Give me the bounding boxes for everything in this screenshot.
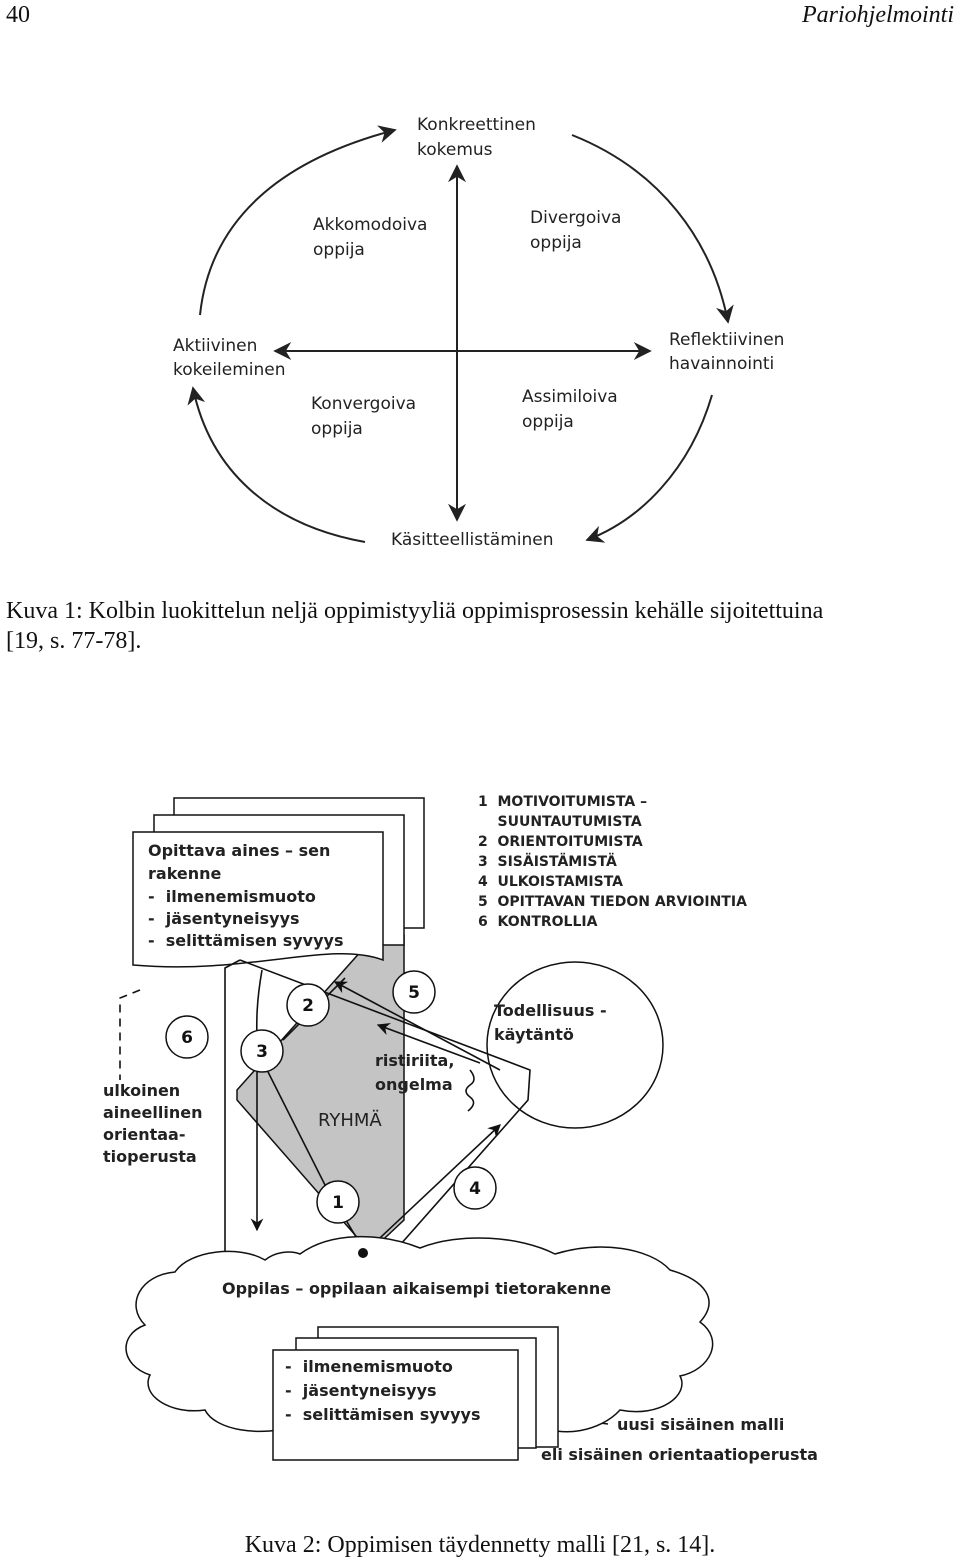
label-accommodating-2: oppija [313, 240, 365, 260]
circle-5-label: 5 [408, 983, 420, 1003]
legend-item-1: 1 MOTIVOITUMISTA – [478, 794, 647, 810]
bottom-box-text: - ilmenemismuoto - jäsentyneisyys - seli… [285, 1357, 480, 1424]
circle-2 [286, 983, 330, 1027]
circle-1 [316, 1180, 360, 1224]
line-4 [364, 1124, 501, 1253]
label-reflective-2: havainnointi [669, 354, 774, 374]
top-box-line-2: rakenne [148, 864, 222, 883]
external-label-1: ulkoinen [103, 1081, 180, 1100]
legend: 1 MOTIVOITUMISTA – SUUNTAUTUMISTA 2 ORIE… [478, 794, 747, 930]
figure-1-caption: Kuva 1: Kolbin luokittelun neljä oppimis… [6, 596, 958, 656]
legend-item-4: 4 ULKOISTAMISTA [478, 874, 623, 890]
top-box-line-3: - ilmenemismuoto [148, 887, 316, 906]
bottom-box-line-3: - selittämisen syvyys [285, 1405, 480, 1424]
circle-1-label: 1 [332, 1193, 344, 1213]
conflict-label-1: ristiriita, [375, 1051, 454, 1070]
label-accommodating: Akkomodoiva [313, 215, 427, 235]
bottom-box-line-1: - ilmenemismuoto [285, 1357, 453, 1376]
label-diverging-2: oppija [530, 233, 582, 253]
label-reflective: Reflektiivinen [669, 330, 784, 350]
cycle-arc-bottom-right [585, 394, 713, 543]
label-assimilating-2: oppija [522, 412, 574, 432]
label-assimilating: Assimiloiva [522, 387, 618, 407]
label-concrete-experience: Konkreettinen [417, 115, 536, 135]
top-box-stack [132, 797, 425, 968]
cycle-arc-top-left [199, 125, 397, 316]
circle-6 [165, 1015, 209, 1059]
legend-item-1b: SUUNTAUTUMISTA [478, 814, 642, 830]
circle-5 [392, 970, 436, 1014]
external-label-3: orientaa- [103, 1125, 186, 1144]
figure-1-caption-line-1: Kuva 1: Kolbin luokittelun neljä oppimis… [6, 598, 824, 624]
label-active-2: kokeileminen [173, 360, 286, 380]
top-box-line-5: - selittämisen syvyys [148, 931, 343, 950]
page-number: 40 [6, 2, 30, 28]
circle-2-label: 2 [302, 996, 314, 1016]
external-label-2: aineellinen [103, 1103, 202, 1122]
bottom-box-stack [272, 1326, 559, 1461]
junction-dot [358, 1248, 368, 1258]
circle-3-label: 3 [256, 1042, 268, 1062]
cycle-arc-bottom-left [187, 386, 366, 543]
circle-6-label: 6 [181, 1028, 193, 1048]
legend-item-6: 6 KONTROLLIA [478, 914, 598, 930]
wiggle [465, 1069, 475, 1112]
top-box-text: Opittava aines – sen rakenne - ilmenemis… [148, 841, 343, 950]
label-diverging: Divergoiva [530, 208, 621, 228]
arrow-to-top [333, 981, 501, 1071]
reality-circle [486, 961, 664, 1129]
circle-4 [453, 1166, 497, 1210]
label-active: Aktiivinen [173, 336, 257, 356]
new-model-label-2: eli sisäinen orientaatioperusta [541, 1445, 818, 1464]
figure-1-caption-line-2: [19, s. 77-78]. [6, 628, 142, 654]
reality-label-1: Todellisuus - [494, 1001, 607, 1020]
learner-label: Oppilas – oppilaan aikaisempi tietoraken… [222, 1279, 611, 1298]
figure-2-caption: Kuva 2: Oppimisen täydennetty malli [21,… [244, 1532, 716, 1558]
top-box-line-4: - jäsentyneisyys [148, 909, 300, 928]
label-converging: Konvergoiva [311, 394, 416, 414]
group-label: RYHMÄ [318, 1110, 382, 1131]
label-conceptualization: Käsitteellistäminen [391, 530, 554, 550]
circle-4-label: 4 [469, 1179, 481, 1199]
legend-item-3: 3 SISÄISTÄMISTÄ [478, 853, 617, 870]
legend-item-2: 2 ORIENTOITUMISTA [478, 834, 643, 850]
external-dashed-line [119, 989, 141, 1080]
reality-label-2: käytäntö [494, 1025, 574, 1044]
bottom-box-line-2: - jäsentyneisyys [285, 1381, 437, 1400]
label-converging-2: oppija [311, 419, 363, 439]
circle-3 [240, 1029, 284, 1073]
arrow-5 [376, 1023, 481, 1064]
legend-item-5: 5 OPITTAVAN TIEDON ARVIOINTIA [478, 894, 747, 910]
new-model-label-1: uusi sisäinen malli [617, 1415, 784, 1434]
top-box-line-1: Opittava aines – sen [148, 841, 330, 860]
kolb-cycle-diagram: Konkreettinen kokemus Akkomodoiva oppija… [173, 115, 784, 550]
running-title: Pariohjelmointi [802, 2, 954, 28]
conflict-label-2: ongelma [375, 1075, 453, 1094]
label-concrete-experience-2: kokemus [417, 140, 493, 160]
learning-model-diagram: 1 MOTIVOITUMISTA – SUUNTAUTUMISTA 2 ORIE… [103, 794, 818, 1464]
external-label-4: tioperusta [103, 1147, 197, 1166]
cycle-arc-top-right [571, 134, 734, 324]
